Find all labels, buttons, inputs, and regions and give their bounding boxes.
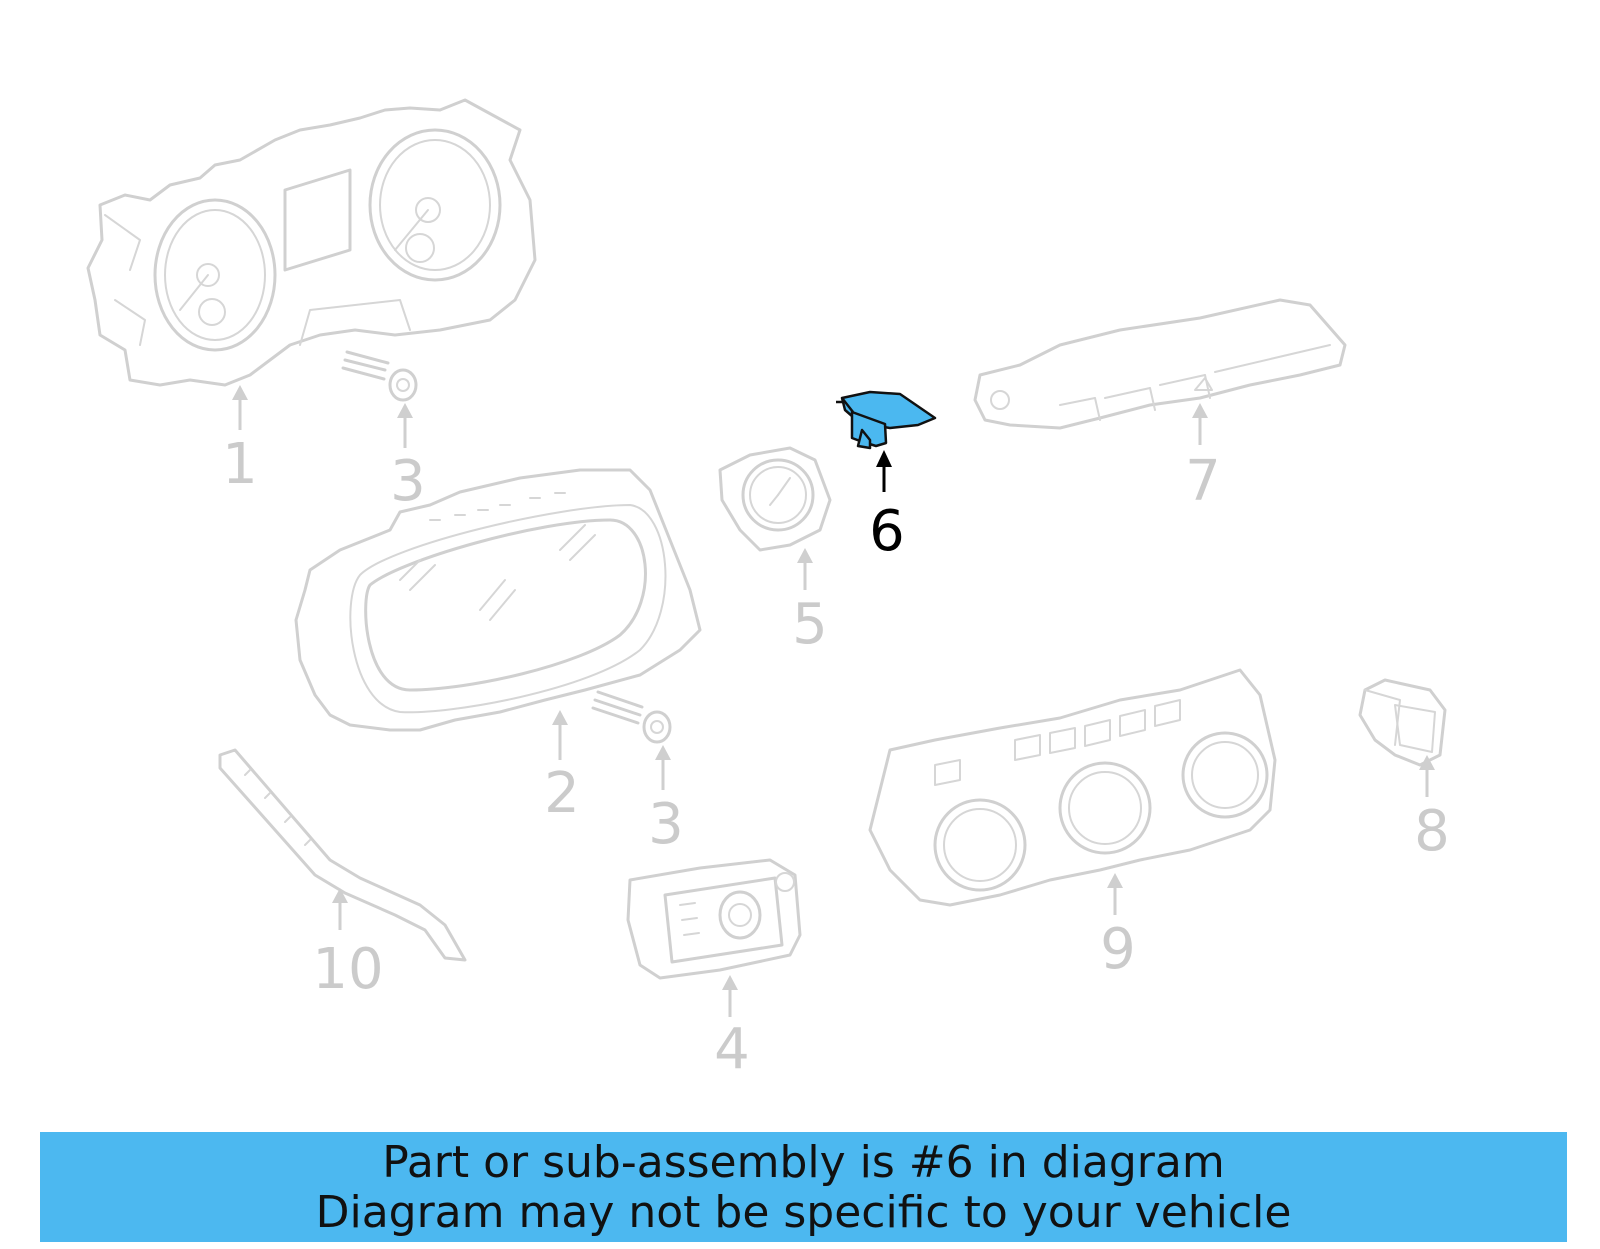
callout-10: 10 (312, 888, 384, 1002)
part-9-climate-panel (868, 668, 1277, 907)
svg-text:1: 1 (222, 432, 258, 497)
part-5-clock (718, 446, 832, 552)
svg-text:3: 3 (390, 449, 426, 514)
part-3-screw-lower (591, 690, 672, 744)
callout-4: 4 (714, 975, 750, 1082)
svg-text:9: 9 (1100, 917, 1136, 982)
banner-line-1: Part or sub-assembly is #6 in diagram (382, 1137, 1225, 1188)
callout-8: 8 (1414, 755, 1450, 864)
part-7-switch-panel (973, 298, 1347, 430)
callout-7: 7 (1185, 403, 1221, 514)
svg-text:5: 5 (792, 592, 828, 657)
callout-3-lower: 3 (648, 745, 684, 857)
part-1-instrument-cluster (86, 98, 537, 387)
part-4-headlamp-switch (626, 858, 802, 980)
info-banner: Part or sub-assembly is #6 in diagram Di… (40, 1132, 1567, 1242)
callout-2: 2 (544, 710, 580, 826)
svg-text:4: 4 (714, 1017, 750, 1082)
part-6-highlighted (836, 390, 937, 450)
part-8-switch (1358, 678, 1447, 767)
callout-9: 9 (1100, 873, 1136, 982)
svg-text:10: 10 (312, 937, 383, 1002)
svg-text:3: 3 (648, 792, 684, 857)
part-10-trim-strip (218, 748, 467, 962)
banner-line-2: Diagram may not be specific to your vehi… (315, 1187, 1292, 1238)
svg-text:6: 6 (869, 499, 905, 564)
callout-6-highlighted: 6 (869, 450, 905, 564)
part-2-digital-cluster (294, 468, 702, 732)
svg-text:7: 7 (1185, 449, 1221, 514)
callout-5: 5 (792, 548, 828, 657)
callout-1: 1 (222, 385, 258, 497)
svg-text:2: 2 (544, 761, 580, 826)
callout-3-upper: 3 (390, 403, 426, 514)
part-3-screw-upper (341, 350, 418, 402)
svg-text:8: 8 (1414, 799, 1450, 864)
